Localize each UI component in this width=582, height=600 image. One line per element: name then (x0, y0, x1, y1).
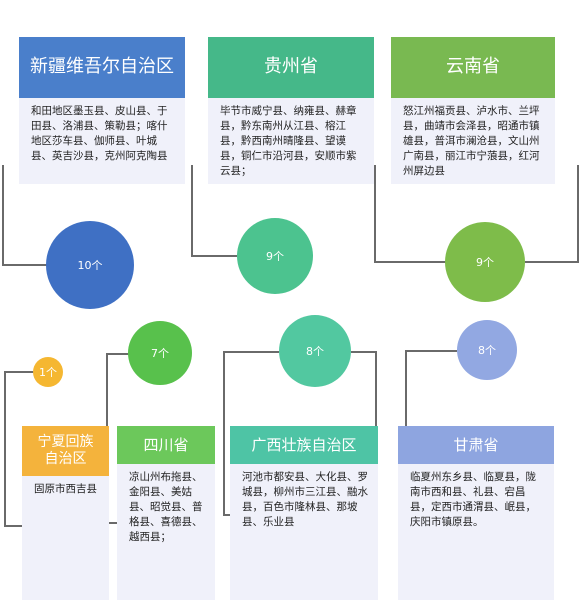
region-header-sichuan: 四川省 (117, 426, 215, 464)
region-header-guangxi: 广西壮族自治区 (230, 426, 378, 464)
region-counties-guangxi: 河池市都安县、大化县、罗城县，柳州市三江县、融水县，百色市隆林县、那坡县、乐业县 (230, 464, 378, 600)
region-header-guizhou: 贵州省 (208, 37, 374, 98)
count-circle-ningxia: 1个 (33, 357, 63, 387)
region-counties-xinjiang: 和田地区墨玉县、皮山县、于田县、洛浦县、策勒县；喀什地区莎车县、伽师县、叶城县、… (19, 98, 185, 184)
connector-line (223, 514, 230, 516)
connector-line (525, 261, 579, 263)
connector-line (2, 165, 4, 265)
connector-line (374, 261, 446, 263)
region-counties-gansu: 临夏州东乡县、临夏县，陇南市西和县、礼县、宕昌县，定西市通渭县、岷县，庆阳市镇原… (398, 464, 554, 600)
county-list-text: 毕节市威宁县、纳雍县、赫章县，黔东南州从江县、榕江县，黔西南州晴隆县、望谟县，铜… (220, 105, 357, 177)
connector-line (191, 165, 193, 255)
connector-line (4, 371, 6, 526)
connector-line (223, 351, 279, 353)
connector-line (106, 353, 130, 355)
count-circle-guizhou: 9个 (237, 218, 313, 294)
count-circle-guangxi: 8个 (279, 315, 351, 387)
county-list-text: 凉山州布拖县、金阳县、美姑县、昭觉县、普格县、喜德县、越西县； (129, 471, 203, 543)
count-circle-yunnan: 9个 (445, 222, 525, 302)
connector-line (106, 522, 117, 524)
region-counties-guizhou: 毕节市威宁县、纳雍县、赫章县，黔东南州从江县、榕江县，黔西南州晴隆县、望谟县，铜… (208, 98, 374, 184)
region-header-yunnan: 云南省 (391, 37, 555, 98)
county-list-text: 河池市都安县、大化县、罗城县，柳州市三江县、融水县，百色市隆林县、那坡县、乐业县 (242, 471, 368, 528)
county-list-text: 和田地区墨玉县、皮山县、于田县、洛浦县、策勒县；喀什地区莎车县、伽师县、叶城县、… (31, 105, 168, 162)
count-circle-xinjiang: 10个 (46, 221, 134, 309)
connector-line (4, 371, 34, 373)
connector-line (405, 350, 457, 352)
connector-line (2, 264, 48, 266)
region-counties-yunnan: 怒江州福贡县、泸水市、兰坪县，曲靖市会泽县，昭通市镇雄县，普洱市澜沧县，文山州广… (391, 98, 555, 184)
county-list-text: 固原市西吉县 (34, 483, 97, 495)
count-circle-gansu: 8个 (457, 320, 517, 380)
connector-line (351, 351, 377, 353)
region-counties-sichuan: 凉山州布拖县、金阳县、美姑县、昭觉县、普格县、喜德县、越西县； (117, 464, 215, 600)
connector-line (223, 351, 225, 516)
connector-line (374, 165, 376, 261)
connector-line (191, 255, 237, 257)
connector-line (4, 525, 22, 527)
connector-line (577, 165, 579, 261)
region-header-xinjiang: 新疆维吾尔自治区 (19, 37, 185, 98)
county-list-text: 临夏州东乡县、临夏县，陇南市西和县、礼县、宕昌县，定西市通渭县、岷县，庆阳市镇原… (410, 471, 536, 528)
count-circle-sichuan: 7个 (128, 321, 192, 385)
region-header-gansu: 甘肃省 (398, 426, 554, 464)
region-header-ningxia: 宁夏回族自治区 (22, 426, 109, 476)
county-list-text: 怒江州福贡县、泸水市、兰坪县，曲靖市会泽县，昭通市镇雄县，普洱市澜沧县，文山州广… (403, 105, 540, 177)
region-counties-ningxia: 固原市西吉县 (22, 476, 109, 600)
